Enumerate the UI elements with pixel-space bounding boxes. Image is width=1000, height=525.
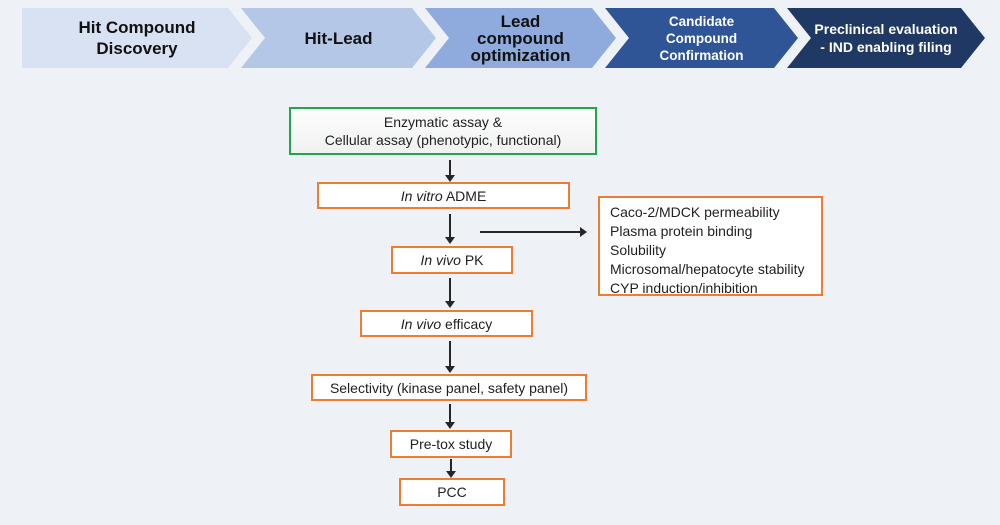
step-label: Selectivity (kinase panel, safety panel) (329, 379, 569, 396)
arrow-down-pretox-to-pcc (450, 459, 452, 471)
arrow-down-efficacy-to-selectivity (449, 341, 451, 366)
arrow-right-adme-detail (480, 231, 580, 233)
pipeline-stage-hit-compound-discovery: Hit Compound Discovery (22, 8, 252, 68)
step-label: PCC (437, 484, 467, 500)
box-in-vivo-efficacy: In vivo efficacy (360, 310, 533, 337)
arrow-down-assay-to-adme (449, 160, 451, 175)
stage-label: Preclinical evaluation - IND enabling fi… (814, 21, 958, 55)
arrow-down-adme-to-pk (449, 214, 451, 237)
step-label: In vivo efficacy (400, 315, 493, 332)
box-selectivity: Selectivity (kinase panel, safety panel) (311, 374, 587, 401)
step-label: In vitro ADME (400, 187, 487, 204)
step-label: In vivo PK (420, 252, 484, 268)
pipeline-stage-hit-lead: Hit-Lead (241, 8, 436, 68)
arrow-down-selectivity-to-pretox (449, 404, 451, 422)
box-pretox-study: Pre-tox study (390, 430, 512, 458)
assay-box: Enzymatic assay & Cellular assay (phenot… (289, 107, 597, 155)
pipeline-stage-lead-compound-optimization: Lead compound optimization (425, 8, 616, 68)
arrow-down-pk-to-efficacy (449, 278, 451, 301)
step-label: Pre-tox study (409, 436, 493, 452)
pipeline-stage-candidate-compound-confirmation: Candidate Compound Confirmation (605, 8, 798, 68)
box-in-vivo-pk: In vivo PK (391, 246, 513, 274)
stage-label: Candidate Compound Confirmation (659, 13, 744, 63)
pipeline-stage-preclinical-evaluation: Preclinical evaluation - IND enabling fi… (787, 8, 985, 68)
pipeline-banner: Hit Compound Discovery Hit-Lead Lead com… (0, 8, 1000, 68)
adme-detail-box: Caco-2/MDCK permeability Plasma protein … (598, 196, 823, 296)
box-pcc: PCC (399, 478, 505, 506)
stage-label: Hit Compound Discovery (78, 18, 196, 58)
stage-label: Hit-Lead (304, 28, 373, 48)
stage-label: Lead compound optimization (470, 11, 571, 65)
box-in-vitro-adme: In vitro ADME (317, 182, 570, 209)
